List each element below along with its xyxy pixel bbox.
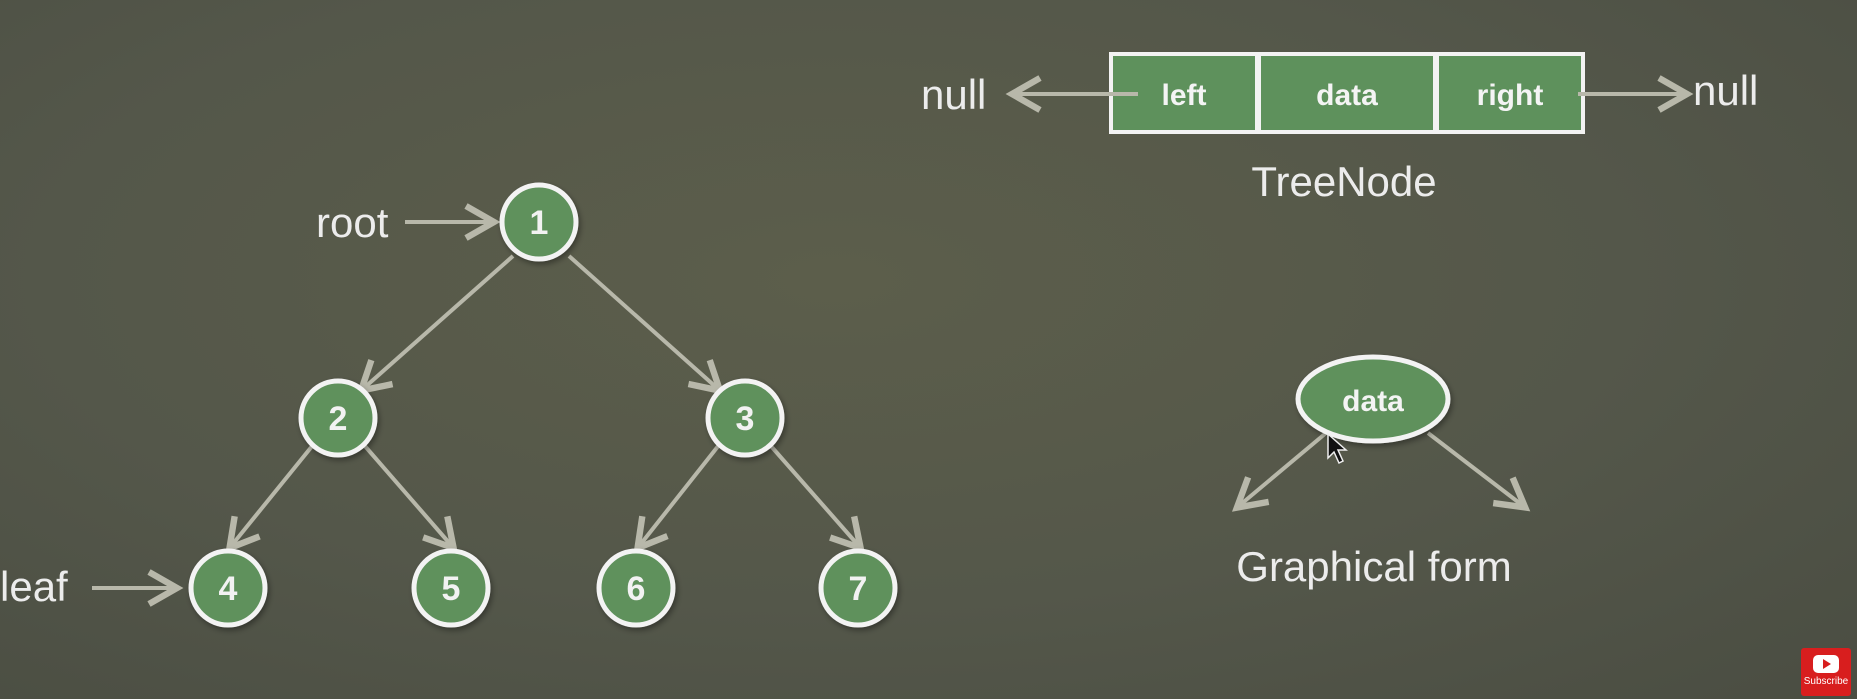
edge-1-2 (356, 254, 515, 395)
tree-node-1-label: 1 (530, 204, 549, 242)
tree-node-3-label: 3 (736, 400, 755, 438)
tree-node-4-label: 4 (219, 570, 238, 608)
subscribe-button[interactable]: Subscribe (1801, 648, 1851, 696)
right-null-label: null (1693, 67, 1758, 114)
root-label: root (316, 199, 389, 246)
subscribe-label: Subscribe (1803, 676, 1849, 687)
graphical-node: data (1295, 354, 1451, 444)
treenode-left-label: left (1162, 79, 1207, 112)
graphical-edges (1231, 431, 1531, 512)
left-null-label: null (921, 71, 986, 118)
tree-node-7-label: 7 (849, 570, 868, 608)
tree-node-2: 2 (298, 378, 378, 458)
treenode-right-label: right (1477, 79, 1544, 112)
graphical-caption: Graphical form (1236, 543, 1511, 590)
edge-2-4 (225, 443, 315, 554)
tree-node-6-label: 6 (627, 570, 646, 608)
tree-node-6: 6 (596, 548, 676, 628)
tree-node-1: 1 (499, 182, 579, 262)
graphical-left-edge (1231, 431, 1328, 512)
tree-node-3: 3 (705, 378, 785, 458)
edge-3-7 (768, 443, 865, 553)
treenode-field-data (1257, 52, 1437, 134)
leaf-label: leaf (0, 563, 68, 610)
tree-node-4: 4 (188, 548, 268, 628)
youtube-play-icon (1813, 655, 1839, 673)
tree-node-2-label: 2 (329, 400, 348, 438)
tree-edges (225, 254, 865, 554)
tree-node-5-label: 5 (442, 570, 461, 608)
treenode-data-label: data (1316, 79, 1378, 112)
edge-3-6 (633, 443, 721, 554)
tree-node-7: 7 (818, 548, 898, 628)
graphical-node-label: data (1342, 385, 1404, 418)
treenode-struct: left data right (1109, 52, 1585, 134)
graphical-right-edge (1426, 431, 1531, 512)
edge-1-3 (567, 254, 725, 395)
treenode-caption: TreeNode (1251, 158, 1436, 205)
pointer-arrows (92, 203, 501, 607)
mouse-cursor-icon (1327, 432, 1348, 465)
edge-2-5 (362, 443, 458, 553)
tree-node-5: 5 (411, 548, 491, 628)
